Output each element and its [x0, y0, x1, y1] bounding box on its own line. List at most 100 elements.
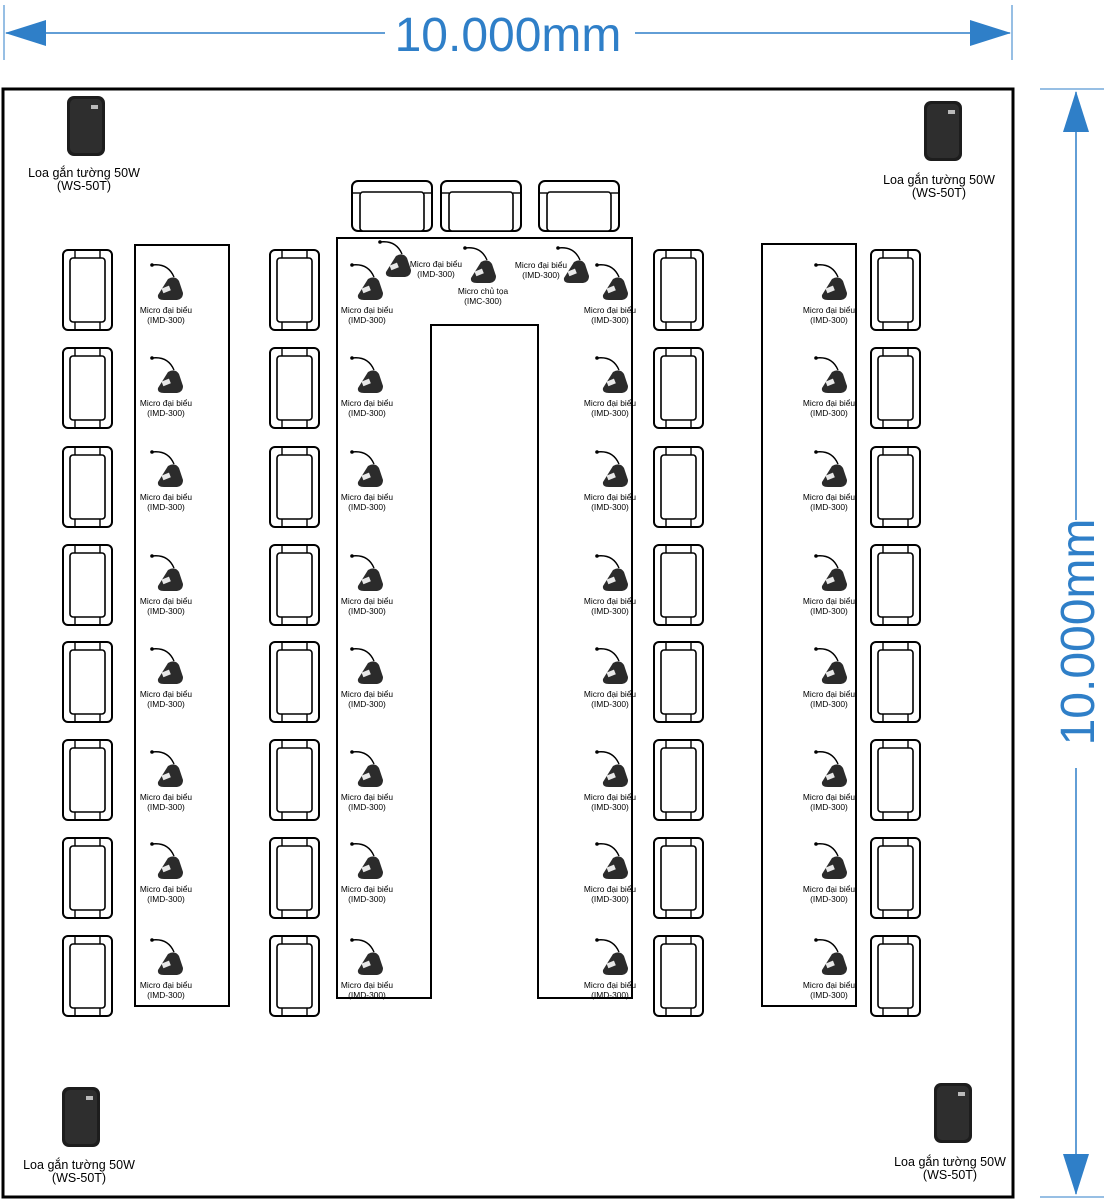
delegate-mic-21: Micro đại biểu(IMD-300): [584, 646, 636, 709]
chair-12-armchair-icon: [269, 544, 320, 626]
arrow-left-icon: [5, 20, 46, 46]
gooseneck-microphone-icon: [594, 449, 629, 488]
delegate-mic-17: Micro đại biểu(IMD-300): [584, 262, 636, 325]
speaker-label-model: (WS-50T): [52, 1171, 106, 1185]
gooseneck-microphone-icon: [149, 553, 184, 592]
delegate-mic-25: Micro đại biểu(IMD-300): [803, 262, 855, 325]
mic-label-model: (IMD-300): [591, 802, 629, 812]
mic-label-name: Micro đại biểu: [584, 305, 636, 315]
delegate-mic-11: Micro đại biểu(IMD-300): [341, 449, 393, 512]
delegate-mic-9: Micro đại biểu(IMD-300): [341, 262, 393, 325]
room-outline: [1, 87, 1015, 1199]
gooseneck-microphone-icon: [594, 937, 629, 976]
mic-label-name: Micro đại biểu: [410, 259, 462, 269]
delegate-mic-13: Micro đại biểu(IMD-300): [341, 646, 393, 709]
chair-24-armchair-icon: [653, 935, 704, 1017]
mic-label-model: (IMD-300): [348, 606, 386, 616]
delegate-mic-head-right: Micro đại biểu(IMD-300): [515, 245, 590, 284]
mic-label-model: (IMD-300): [147, 502, 185, 512]
chair-16-armchair-icon: [269, 935, 320, 1017]
chair-5-armchair-icon: [62, 641, 113, 723]
head-chair-2-armchair-icon: [440, 180, 522, 232]
gooseneck-microphone-icon: [594, 749, 629, 788]
gooseneck-microphone-icon: [377, 239, 412, 278]
wall-speaker-icon: [67, 96, 105, 156]
chair-26-armchair-icon: [870, 347, 921, 429]
delegate-mic-12: Micro đại biểu(IMD-300): [341, 553, 393, 616]
mic-label-name: Micro đại biểu: [584, 596, 636, 606]
mic-label-name: Micro đại biểu: [140, 689, 192, 699]
delegate-mic-2: Micro đại biểu(IMD-300): [140, 355, 192, 418]
chair-27-armchair-icon: [870, 446, 921, 528]
mic-label-model: (IMD-300): [810, 606, 848, 616]
speakers: Loa gắn tường 50W(WS-50T)Loa gắn tường 5…: [23, 96, 1006, 1185]
gooseneck-microphone-icon: [813, 262, 848, 301]
chair-25-armchair-icon: [870, 249, 921, 331]
gooseneck-microphone-icon: [462, 245, 497, 284]
mic-label-model: (IMD-300): [591, 315, 629, 325]
chair-8-armchair-icon: [62, 935, 113, 1017]
table-left: [134, 244, 230, 1007]
mic-label-model: (IMD-300): [147, 894, 185, 904]
speaker-label-model: (WS-50T): [923, 1168, 977, 1182]
delegate-mic-1: Micro đại biểu(IMD-300): [140, 262, 192, 325]
delegate-mic-8: Micro đại biểu(IMD-300): [140, 937, 192, 1000]
chair-29-armchair-icon: [870, 641, 921, 723]
gooseneck-microphone-icon: [149, 262, 184, 301]
mic-label-name: Micro đại biểu: [341, 884, 393, 894]
mic-label-name: Micro đại biểu: [341, 398, 393, 408]
chair-23-armchair-icon: [653, 837, 704, 919]
mic-label-name: Micro đại biểu: [803, 884, 855, 894]
delegate-mic-26: Micro đại biểu(IMD-300): [803, 355, 855, 418]
speaker-label-model: (WS-50T): [57, 179, 111, 193]
mic-label-name: Micro đại biểu: [140, 305, 192, 315]
mic-label-model: (IMD-300): [522, 270, 560, 280]
chair-20-armchair-icon: [653, 544, 704, 626]
mic-label-name: Micro đại biểu: [515, 260, 567, 270]
delegate-mic-3: Micro đại biểu(IMD-300): [140, 449, 192, 512]
wall-speaker-2: Loa gắn tường 50W(WS-50T): [883, 101, 995, 200]
delegate-mic-22: Micro đại biểu(IMD-300): [584, 749, 636, 812]
mic-label-name: Micro đại biểu: [341, 596, 393, 606]
chair-13-armchair-icon: [269, 641, 320, 723]
mic-label-model: (IMD-300): [591, 894, 629, 904]
mic-label-name: Micro đại biểu: [584, 492, 636, 502]
delegate-mic-5: Micro đại biểu(IMD-300): [140, 646, 192, 709]
chair-3-armchair-icon: [62, 446, 113, 528]
mic-label-model: (IMD-300): [348, 315, 386, 325]
delegate-mic-28: Micro đại biểu(IMD-300): [803, 553, 855, 616]
delegate-mic-24: Micro đại biểu(IMD-300): [584, 937, 636, 1000]
mic-label-name: Micro đại biểu: [584, 398, 636, 408]
mic-label-name: Micro đại biểu: [584, 689, 636, 699]
chair-18-armchair-icon: [653, 347, 704, 429]
chair-17-armchair-icon: [653, 249, 704, 331]
height-dimension: 10.000mm: [1052, 91, 1105, 1195]
mic-label-model: (IMD-300): [810, 802, 848, 812]
delegate-mic-7: Micro đại biểu(IMD-300): [140, 841, 192, 904]
wall-speaker-4: Loa gắn tường 50W(WS-50T): [894, 1083, 1006, 1182]
gooseneck-microphone-icon: [349, 841, 384, 880]
delegate-mic-29: Micro đại biểu(IMD-300): [803, 646, 855, 709]
mic-label-name: Micro chủ tọa: [458, 286, 509, 296]
speaker-label-name: Loa gắn tường 50W: [28, 165, 140, 180]
mic-label-model: (IMD-300): [147, 315, 185, 325]
wall-speaker-icon: [934, 1083, 972, 1143]
width-dimension: 10.000mm: [5, 9, 1011, 62]
gooseneck-microphone-icon: [349, 355, 384, 394]
chair-11-armchair-icon: [269, 446, 320, 528]
wall-speaker-3: Loa gắn tường 50W(WS-50T): [23, 1087, 135, 1185]
delegate-mic-18: Micro đại biểu(IMD-300): [584, 355, 636, 418]
gooseneck-microphone-icon: [149, 841, 184, 880]
mic-label-name: Micro đại biểu: [341, 792, 393, 802]
speaker-label-name: Loa gắn tường 50W: [894, 1154, 1006, 1169]
head-chair-3-armchair-icon: [538, 180, 620, 232]
mic-label-model: (IMD-300): [810, 894, 848, 904]
mic-label-name: Micro đại biểu: [584, 980, 636, 990]
mic-label-model: (IMD-300): [348, 699, 386, 709]
mic-label-model: (IMD-300): [348, 894, 386, 904]
mic-label-name: Micro đại biểu: [140, 398, 192, 408]
mic-label-name: Micro đại biểu: [803, 398, 855, 408]
mic-label-model: (IMD-300): [810, 408, 848, 418]
gooseneck-microphone-icon: [594, 646, 629, 685]
mic-label-model: (IMD-300): [591, 606, 629, 616]
